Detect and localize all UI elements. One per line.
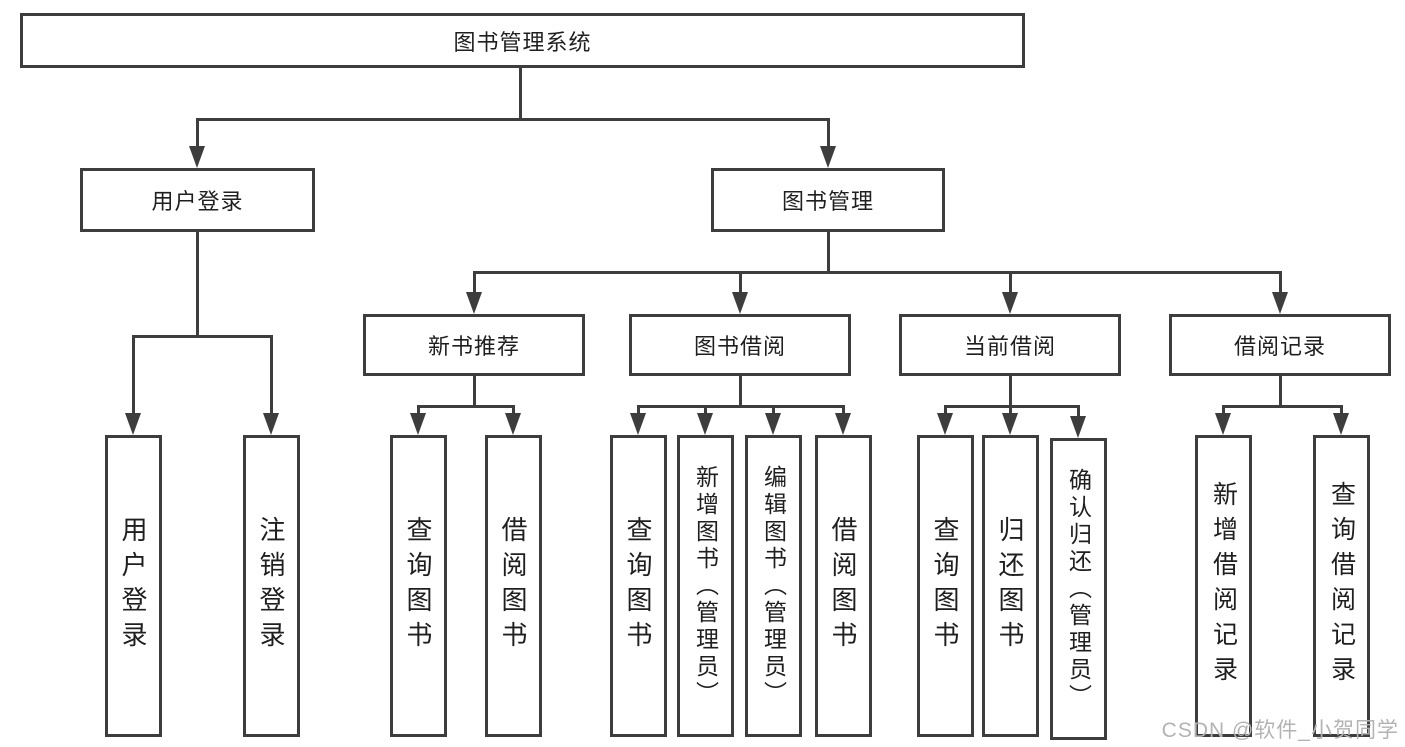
leaf-nb-borrow-books-label: 借阅图书 bbox=[498, 516, 528, 656]
connector-drop bbox=[739, 271, 742, 295]
arrowhead-down bbox=[1070, 416, 1086, 438]
leaf-bb-borrow-books: 借阅图书 bbox=[815, 435, 872, 737]
arrowhead-down bbox=[466, 292, 482, 314]
arrowhead-down bbox=[630, 413, 646, 435]
connector-group-stem bbox=[1009, 376, 1012, 407]
node-book-borrow-label: 图书借阅 bbox=[693, 334, 786, 359]
node-user-login-label: 用户登录 bbox=[151, 189, 244, 214]
leaf-br-query-record-label: 查询借阅记录 bbox=[1327, 481, 1356, 691]
arrowhead-down bbox=[732, 292, 748, 314]
arrowhead-down bbox=[505, 413, 521, 435]
connector-root-stem bbox=[519, 68, 522, 120]
leaf-br-query-record: 查询借阅记录 bbox=[1313, 435, 1370, 737]
arrowhead-down bbox=[189, 146, 205, 168]
leaf-user-login-label: 用户登录 bbox=[118, 516, 148, 656]
leaf-cb-confirm-return-admin: 确认归还（管理员） bbox=[1050, 438, 1107, 740]
connector-group-stem bbox=[473, 376, 476, 407]
connector-drop bbox=[1279, 271, 1282, 295]
connector-drop bbox=[1222, 405, 1225, 417]
connector-drop bbox=[473, 271, 476, 295]
leaf-user-login: 用户登录 bbox=[105, 435, 162, 737]
node-book-management-label: 图书管理 bbox=[781, 189, 874, 214]
leaf-bb-query-books: 查询图书 bbox=[610, 435, 667, 737]
connector-drop bbox=[132, 335, 135, 415]
connector-drop bbox=[1340, 405, 1343, 417]
leaf-nb-borrow-books: 借阅图书 bbox=[485, 435, 542, 737]
connector-user-stem bbox=[196, 232, 199, 338]
arrowhead-down bbox=[1215, 413, 1231, 435]
leaf-cb-return-books: 归还图书 bbox=[982, 435, 1039, 737]
leaf-cb-confirm-return-admin-label: 确认归还（管理员） bbox=[1065, 467, 1092, 711]
connector-drop bbox=[1009, 405, 1012, 417]
arrowhead-down bbox=[410, 413, 426, 435]
arrowhead-down bbox=[1002, 413, 1018, 435]
arrowhead-down bbox=[820, 146, 836, 168]
node-borrow-record: 借阅记录 bbox=[1169, 314, 1391, 376]
connector-group-stem bbox=[1279, 376, 1282, 407]
node-current-borrow-label: 当前借阅 bbox=[963, 334, 1056, 359]
connector-group-rail bbox=[944, 405, 1080, 408]
node-user-login: 用户登录 bbox=[80, 168, 315, 232]
arrowhead-down bbox=[697, 413, 713, 435]
connector-group-rail bbox=[1222, 405, 1343, 408]
arrowhead-down bbox=[263, 413, 279, 435]
arrowhead-down bbox=[937, 413, 953, 435]
connector-l2-rail bbox=[196, 118, 830, 121]
arrowhead-down bbox=[835, 413, 851, 435]
arrowhead-down bbox=[765, 413, 781, 435]
connector-group-rail bbox=[637, 405, 845, 408]
leaf-logout-label: 注销登录 bbox=[256, 516, 286, 656]
leaf-bb-query-books-label: 查询图书 bbox=[623, 516, 653, 656]
leaf-logout: 注销登录 bbox=[243, 435, 300, 737]
node-root: 图书管理系统 bbox=[20, 13, 1025, 68]
arrowhead-down bbox=[1272, 292, 1288, 314]
connector-group-stem bbox=[739, 376, 742, 407]
leaf-nb-query-books: 查询图书 bbox=[390, 435, 447, 737]
connector-drop bbox=[842, 405, 845, 417]
connector-drop bbox=[417, 405, 420, 417]
connector-drop bbox=[270, 335, 273, 415]
arrowhead-down bbox=[1002, 292, 1018, 314]
arrowhead-down bbox=[1333, 413, 1349, 435]
arrowhead-down bbox=[125, 413, 141, 435]
connector-drop bbox=[1077, 405, 1080, 418]
connector-group-rail bbox=[417, 405, 515, 408]
connector-drop bbox=[196, 118, 199, 148]
leaf-cb-query-books: 查询图书 bbox=[917, 435, 974, 737]
leaf-cb-query-books-label: 查询图书 bbox=[930, 516, 960, 656]
leaf-bb-edit-books-admin: 编辑图书（管理员） bbox=[745, 435, 802, 737]
connector-drop bbox=[827, 118, 830, 148]
node-new-book-recommend: 新书推荐 bbox=[363, 314, 585, 376]
leaf-bb-add-books-admin: 新增图书（管理员） bbox=[677, 435, 734, 737]
connector-drop bbox=[1009, 271, 1012, 295]
connector-drop bbox=[512, 405, 515, 417]
leaf-cb-return-books-label: 归还图书 bbox=[995, 516, 1025, 656]
node-borrow-record-label: 借阅记录 bbox=[1233, 334, 1326, 359]
leaf-bb-add-books-admin-label: 新增图书（管理员） bbox=[692, 464, 719, 708]
leaf-bb-edit-books-admin-label: 编辑图书（管理员） bbox=[760, 464, 787, 708]
node-root-label: 图书管理系统 bbox=[453, 29, 592, 55]
connector-user-rail bbox=[132, 335, 273, 338]
node-new-book-recommend-label: 新书推荐 bbox=[427, 334, 520, 359]
connector-drop bbox=[704, 405, 707, 417]
leaf-nb-query-books-label: 查询图书 bbox=[403, 516, 433, 656]
leaf-br-add-record: 新增借阅记录 bbox=[1195, 435, 1252, 737]
node-current-borrow: 当前借阅 bbox=[899, 314, 1121, 376]
connector-drop bbox=[944, 405, 947, 417]
node-book-borrow: 图书借阅 bbox=[629, 314, 851, 376]
node-book-management: 图书管理 bbox=[711, 168, 945, 232]
connector-drop bbox=[637, 405, 640, 417]
leaf-br-add-record-label: 新增借阅记录 bbox=[1209, 481, 1238, 691]
leaf-bb-borrow-books-label: 借阅图书 bbox=[828, 516, 858, 656]
connector-drop bbox=[772, 405, 775, 417]
connector-l3-rail bbox=[473, 271, 1282, 274]
connector-mgmt-stem bbox=[827, 232, 830, 274]
